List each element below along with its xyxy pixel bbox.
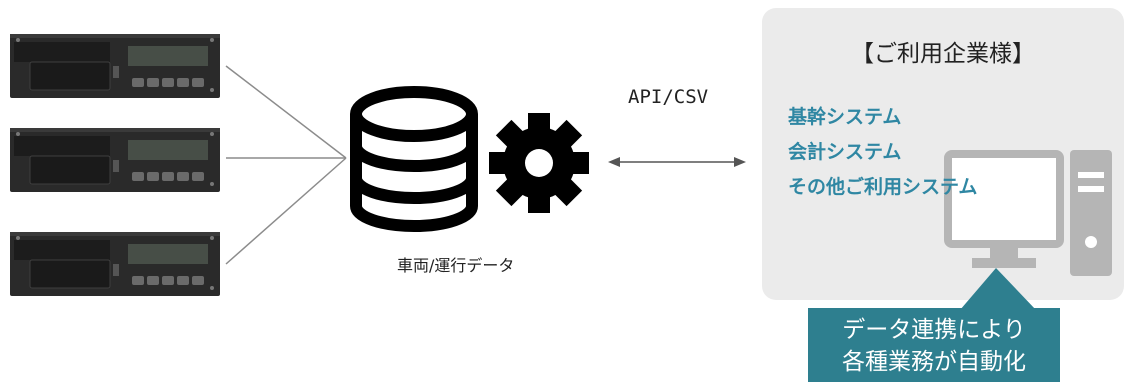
database-icon bbox=[350, 86, 478, 232]
system-list: 基幹システム 会計システム その他ご利用システム bbox=[788, 100, 977, 205]
vehicle-device-icon bbox=[10, 34, 220, 98]
callout-line: 各種業務が自動化 bbox=[842, 349, 1026, 375]
company-panel-title: 【ご利用企業様】 bbox=[851, 41, 1035, 67]
system-item: 基幹システム bbox=[788, 106, 902, 128]
system-item: その他ご利用システム bbox=[788, 176, 978, 198]
desktop-computer-icon bbox=[944, 150, 1112, 276]
system-item: 会計システム bbox=[788, 141, 902, 163]
gear-icon bbox=[489, 113, 589, 213]
database-label: 車両/運行データ bbox=[397, 256, 515, 275]
automation-callout: データ連携により 各種業務が自動化 bbox=[808, 308, 1060, 382]
callout-line: データ連携により bbox=[842, 317, 1026, 343]
company-panel: 【ご利用企業様】 基幹システム 会計システム その他ご利用システム bbox=[762, 8, 1124, 300]
api-label: API/CSV bbox=[628, 86, 709, 108]
callout-pointer bbox=[960, 268, 1036, 310]
vehicle-device-icon bbox=[10, 232, 220, 296]
bidirectional-arrow-icon bbox=[608, 157, 746, 167]
vehicle-device-icon bbox=[10, 128, 220, 192]
